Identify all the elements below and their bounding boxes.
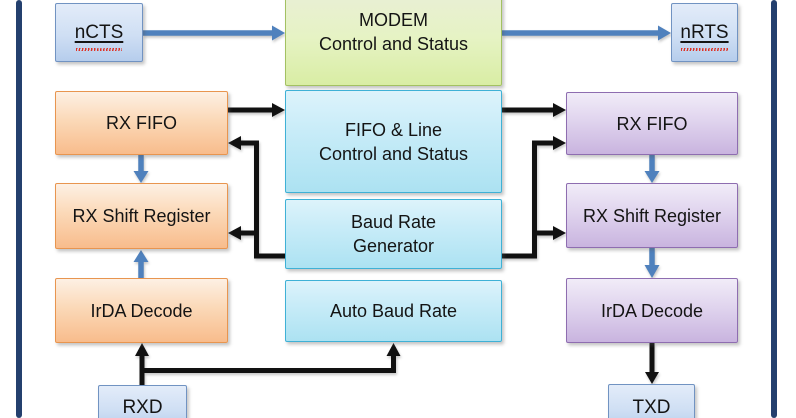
rx-fifo-right-label: RX FIFO bbox=[616, 113, 688, 134]
rx-fifo-left-label: RX FIFO bbox=[106, 113, 177, 133]
irda-decode-right-label: IrDA Decode bbox=[600, 300, 704, 321]
nrts-box: nRTS bbox=[671, 3, 738, 62]
baud-rate-generator-box: Baud Rate Generator bbox=[285, 199, 502, 269]
modem-control-status-box: MODEM Control and Status bbox=[285, 0, 502, 86]
arrow-baudgen-to-right-column bbox=[502, 136, 566, 259]
arrow-ncts-to-modem bbox=[143, 25, 285, 41]
irda-decode-left-box: IrDA Decode bbox=[55, 278, 228, 343]
fifo-line-control-label: FIFO & Line Control and Status bbox=[318, 119, 469, 164]
arrow-baudgen-to-left-column bbox=[228, 136, 285, 259]
txd-label: TXD bbox=[632, 396, 671, 418]
arrow-rxfifo-left-to-rxshift-left bbox=[133, 155, 149, 183]
nrts-label: nRTS bbox=[680, 21, 729, 51]
txd-box: TXD bbox=[608, 384, 695, 418]
arrow-irda-right-to-txd bbox=[645, 343, 659, 384]
rx-shift-register-left-label: RX Shift Register bbox=[72, 206, 211, 226]
rxd-label: RXD bbox=[122, 397, 163, 418]
frame-left-border bbox=[16, 0, 22, 418]
frame-right-border bbox=[771, 0, 777, 418]
rx-fifo-right-box: RX FIFO bbox=[566, 92, 738, 155]
rxd-box: RXD bbox=[98, 385, 187, 418]
arrow-modem-to-nrts bbox=[502, 25, 671, 41]
arrow-rxfifo-right-to-rxshift-right bbox=[644, 155, 660, 183]
irda-decode-right-box: IrDA Decode bbox=[566, 278, 738, 343]
ncts-box: nCTS bbox=[55, 3, 143, 62]
arrow-rxfifo-left-to-fifo-line bbox=[228, 103, 285, 117]
baud-rate-generator-label: Baud Rate Generator bbox=[350, 212, 437, 256]
rx-shift-register-right-box: RX Shift Register bbox=[566, 183, 738, 248]
arrow-fifo-line-to-rxfifo-right bbox=[502, 103, 566, 117]
modem-control-status-label: MODEM Control and Status bbox=[318, 10, 469, 54]
ncts-label: nCTS bbox=[74, 21, 124, 51]
arrow-rxd-to-irda-left-and-autobaud bbox=[135, 343, 401, 385]
arrow-rxshift-right-to-irda-right bbox=[644, 248, 660, 278]
rx-shift-register-right-label: RX Shift Register bbox=[582, 205, 722, 226]
rx-fifo-left-box: RX FIFO bbox=[55, 91, 228, 155]
rx-shift-register-left-box: RX Shift Register bbox=[55, 183, 228, 249]
irda-decode-left-label: IrDA Decode bbox=[90, 300, 193, 321]
auto-baud-rate-box: Auto Baud Rate bbox=[285, 280, 502, 342]
auto-baud-rate-label: Auto Baud Rate bbox=[329, 301, 458, 321]
fifo-line-control-box: FIFO & Line Control and Status bbox=[285, 90, 502, 193]
arrow-irda-left-to-rxshift-left bbox=[133, 250, 149, 278]
